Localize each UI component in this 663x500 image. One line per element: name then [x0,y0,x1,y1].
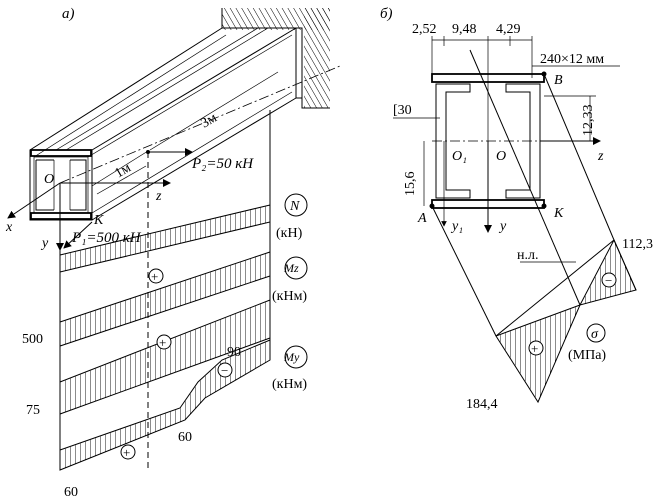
stress-max-label: 112,3 [622,237,653,252]
plate-label: 240×12 мм [540,52,604,67]
mz-sign: + [151,269,158,284]
value-500: 500 [22,332,43,347]
point-k-b-label: K [553,206,564,221]
stress-minus-marker [601,272,617,288]
axis-z-label: z [155,189,162,204]
value-90: 90 [227,345,241,360]
stress-min-label: 184,4 [466,397,498,412]
legend-mz-symbol: Mz [283,261,299,275]
stress-plus-marker [528,340,544,356]
dim-429: 4,29 [496,22,521,37]
value-60-mid: 60 [178,430,192,445]
mz2-sign: + [159,335,166,350]
legend-n: N (кН) [276,193,308,241]
beam-dimensions: 1м 3м [91,71,279,195]
o-label: O [496,149,506,164]
o1-label: O₁ [452,149,467,164]
legend-n-unit: (кН) [276,226,303,241]
legend-n-symbol: N [289,199,300,214]
legend-mz: Mz (кНм) [272,256,308,304]
panel-a-label: а) [62,6,75,22]
dim-252: 2,52 [412,22,437,37]
wall-support [221,8,330,109]
left-channel [435,83,471,199]
axis-x-label: x [5,220,13,235]
my-sign-minus: − [221,363,228,378]
legend-my-unit: (кНм) [272,377,307,392]
origin-label: O [44,172,54,187]
dim-948: 9,48 [452,22,477,37]
value-75: 75 [26,403,40,418]
top-plate [431,73,545,83]
point-k-label: K [93,213,104,228]
channel-callout: [30 [393,103,440,119]
dim-1233: 12,33 [581,105,596,137]
my-sign-minus-marker [217,362,233,378]
legend-my-symbol: My [283,350,300,364]
axis-y-label: y [40,236,49,251]
stress-sign-minus: − [605,273,612,288]
side-dimensions: 12,33 15,6 [403,95,596,206]
my-sign-plus-marker [120,444,136,460]
panel-b-label: б) [380,6,393,22]
legend-mz-unit: (кНм) [272,289,307,304]
dim-3m-label: 3м [199,110,220,131]
neutral-line-label: н.л. [517,248,538,263]
channel-label: [30 [393,103,412,118]
point-a-label: A [417,211,427,226]
axis-y1-label: y₁ [450,219,463,234]
stress-diagram: − + 112,3 184,4 σ (МПа) [431,73,653,412]
dim-1m-label: 1м [113,160,134,181]
force-p2-label: P₂=50 кН [191,156,254,172]
panel-a: а) [5,6,341,500]
cross-section: z y y₁ O₁ O [431,73,604,234]
stress-sign-plus: + [531,341,538,356]
neutral-line: н.л. [469,49,581,306]
legend-my: My (кНм) [272,345,308,392]
mz2-sign-marker [156,334,172,350]
force-p2: P₂=50 кН [146,148,254,172]
my-sign-plus: + [123,445,130,460]
mz-sign-marker [148,268,164,284]
axes-panel-a: x y z O [5,172,171,251]
axis-y-b-label: y [498,219,507,234]
stress-unit: (МПа) [568,348,606,363]
diagram-my: + − 60 60 90 [59,339,271,500]
axis-z-b-label: z [597,149,604,164]
top-dimensions: 2,52 9,48 4,29 240×12 мм [412,22,620,230]
stress-symbol: σ [591,327,599,342]
value-60-bottom: 60 [64,485,78,500]
point-b-label: B [554,73,563,88]
panel-b: б) 2,52 9,48 4,29 240×12 мм z y [380,6,653,412]
dim-156: 15,6 [403,172,418,197]
beam-body [29,27,341,221]
